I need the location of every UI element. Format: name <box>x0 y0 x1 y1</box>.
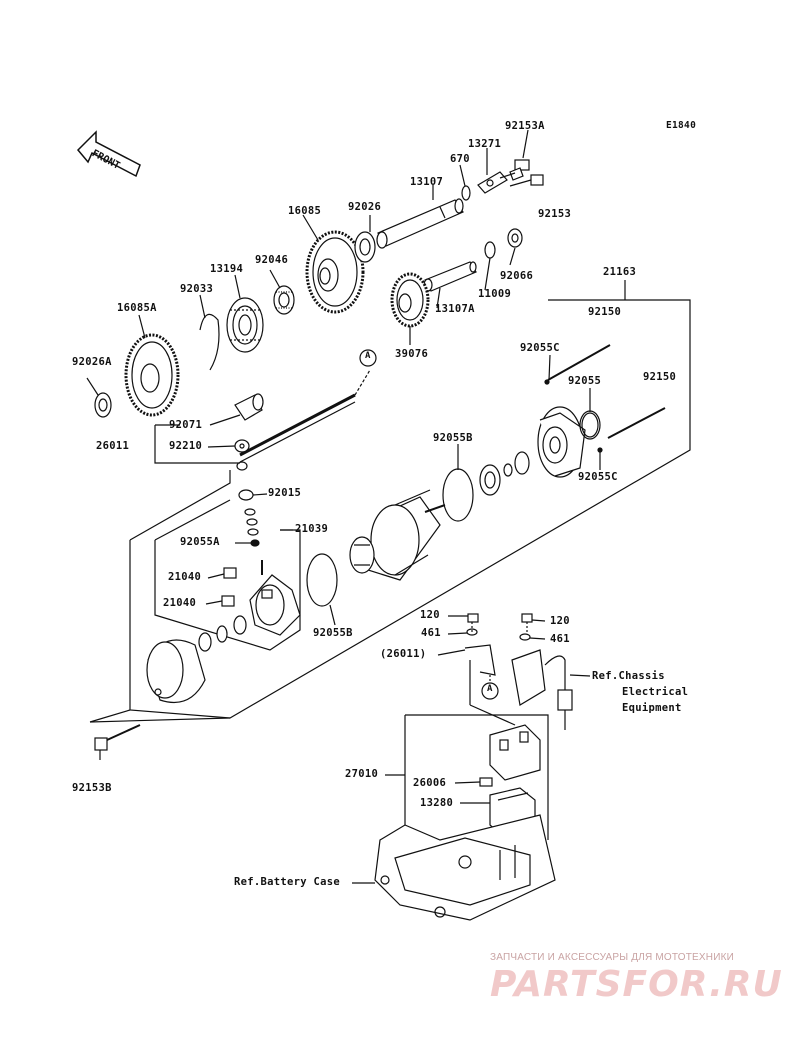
ref-chassis-line3[interactable]: Equipment <box>622 702 682 714</box>
part-label-13194[interactable]: 13194 <box>210 263 244 275</box>
part-label-92153[interactable]: 92153 <box>538 208 572 220</box>
part-label-21040-lower[interactable]: 21040 <box>163 597 197 609</box>
part-label-92055B-lower[interactable]: 92055B <box>313 627 353 639</box>
part-label-461-right[interactable]: 461 <box>550 633 570 645</box>
front-arrow-icon <box>76 130 141 178</box>
part-label-92071[interactable]: 92071 <box>169 419 203 431</box>
part-label-92055A[interactable]: 92055A <box>180 536 220 548</box>
part-label-92055[interactable]: 92055 <box>568 375 602 387</box>
part-label-92150-upper[interactable]: 92150 <box>588 306 622 318</box>
part-label-92026A[interactable]: 92026A <box>72 356 112 368</box>
part-label-27010[interactable]: 27010 <box>345 768 379 780</box>
part-label-21163[interactable]: 21163 <box>603 266 637 278</box>
part-label-670[interactable]: 670 <box>450 153 470 165</box>
bolt-92153 <box>509 174 544 187</box>
part-label-39076[interactable]: 39076 <box>395 348 429 360</box>
callout-a-lower: A <box>487 684 493 694</box>
diagram-code: E1840 <box>666 120 697 131</box>
end-cover-front <box>537 406 586 478</box>
part-label-16085[interactable]: 16085 <box>288 205 322 217</box>
part-label-92153A[interactable]: 92153A <box>505 120 545 132</box>
part-label-92033[interactable]: 92033 <box>180 283 214 295</box>
washer-92026 <box>354 231 376 263</box>
shaft-13107A <box>423 261 477 292</box>
bolt-92153A <box>499 159 530 181</box>
ref-battery-case[interactable]: Ref.Battery Case <box>234 876 340 888</box>
bearing-92046 <box>273 285 295 315</box>
part-label-92055C-upper[interactable]: 92055C <box>520 342 560 354</box>
part-label-92210[interactable]: 92210 <box>169 440 203 452</box>
part-label-21040-upper[interactable]: 21040 <box>168 571 202 583</box>
part-label-120-left[interactable]: 120 <box>420 609 440 621</box>
watermark-brand: PARTSFOR.RU <box>490 964 783 1005</box>
part-label-16085A[interactable]: 16085A <box>117 302 157 314</box>
part-label-92055C-lower[interactable]: 92055C <box>578 471 618 483</box>
part-label-92055B-upper[interactable]: 92055B <box>433 432 473 444</box>
part-label-92046[interactable]: 92046 <box>255 254 289 266</box>
gear-39076 <box>390 272 430 328</box>
part-label-461-left[interactable]: 461 <box>421 627 441 639</box>
gear-16085 <box>305 230 365 314</box>
relay-cover <box>511 649 573 730</box>
part-label-21039[interactable]: 21039 <box>295 523 329 535</box>
part-label-26006[interactable]: 26006 <box>413 777 447 789</box>
part-label-92150-lower[interactable]: 92150 <box>643 371 677 383</box>
cable-26011 <box>239 369 371 463</box>
part-label-92066[interactable]: 92066 <box>500 270 534 282</box>
part-label-92015[interactable]: 92015 <box>268 487 302 499</box>
part-label-92153B[interactable]: 92153B <box>72 782 112 794</box>
washer-92026A <box>94 392 112 418</box>
motor-yoke-21039 <box>349 489 446 581</box>
starter-relay-27010 <box>489 724 541 781</box>
part-label-26011[interactable]: 26011 <box>96 440 130 452</box>
boot-92071 <box>234 393 264 421</box>
end-cover-rear <box>146 639 206 704</box>
part-label-13271[interactable]: 13271 <box>468 138 502 150</box>
clutch-13194 <box>226 297 264 353</box>
shaft-13107 <box>376 198 464 249</box>
part-label-13107[interactable]: 13107 <box>410 176 444 188</box>
part-label-13107A[interactable]: 13107A <box>435 303 475 315</box>
nut-92066 <box>507 228 523 248</box>
part-label-26011-bracket[interactable]: (26011) <box>380 648 427 660</box>
part-label-92026[interactable]: 92026 <box>348 201 382 213</box>
brush-holder <box>249 560 301 636</box>
battery-case <box>374 814 556 921</box>
part-label-11009[interactable]: 11009 <box>478 288 512 300</box>
part-label-13280[interactable]: 13280 <box>420 797 454 809</box>
ref-chassis-line2[interactable]: Electrical <box>622 686 689 698</box>
part-label-120-right[interactable]: 120 <box>550 615 570 627</box>
callout-a-upper: A <box>365 351 371 361</box>
gear-16085A <box>124 333 180 417</box>
ref-chassis-line1[interactable]: Ref.Chassis <box>592 670 665 682</box>
watermark-subtitle: ЗАПЧАСТИ И АКСЕССУАРЫ ДЛЯ МОТОТЕХНИКИ <box>490 952 735 963</box>
bolt-92153B <box>94 724 141 751</box>
